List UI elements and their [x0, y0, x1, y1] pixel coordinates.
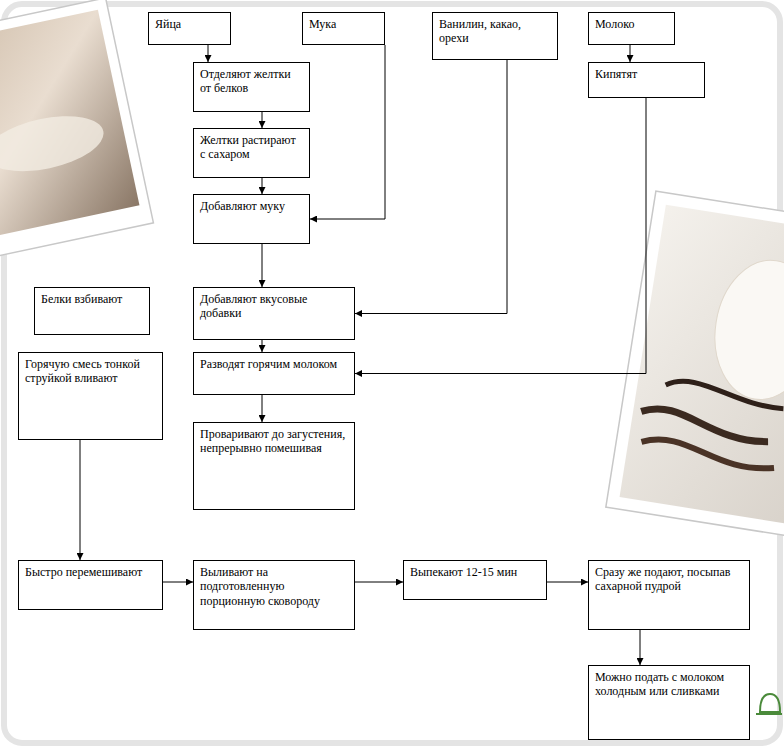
- process-box: Белки взбивают: [34, 287, 150, 335]
- process-box: Выпекают 12-15 мин: [403, 560, 547, 600]
- step-text: Добавляют вкусовые добавки: [200, 292, 348, 321]
- step-text: Проваривают до загустения, непрерывно по…: [200, 427, 348, 456]
- process-box: Сразу же подают, посыпав сахарной пудрой: [588, 560, 750, 630]
- process-box: Разводят горячим молоком: [193, 352, 355, 395]
- step-text: Белки взбивают: [41, 292, 143, 306]
- bell-base: [756, 713, 782, 715]
- flow-arrow: [262, 244, 263, 287]
- process-box: Проваривают до загустения, непрерывно по…: [193, 422, 355, 510]
- flow-arrow: [355, 98, 646, 374]
- vanilla-pod: [665, 378, 784, 409]
- flow-arrow: [630, 45, 631, 62]
- process-box: Кипятят: [588, 62, 705, 98]
- flow-arrow: [80, 440, 81, 560]
- flow-arrow: [310, 45, 385, 219]
- step-text: Разводят горячим молоком: [200, 357, 348, 371]
- step-text: Выпекают 12-15 мин: [410, 565, 540, 579]
- photo-top-left: [0, 0, 153, 266]
- process-box: Горячую смесь тонкой струйкой вливают: [18, 352, 163, 440]
- process-box: Молоко: [588, 12, 675, 45]
- step-text: Мука: [309, 17, 378, 31]
- flow-arrow: [208, 45, 209, 62]
- step-text: Кипятят: [595, 67, 698, 81]
- photo-frame: [606, 191, 784, 537]
- process-box: Отделяют желтки от белков: [193, 62, 310, 112]
- photo-image: [620, 205, 784, 524]
- flow-arrow: [262, 340, 263, 352]
- process-box: Выливают на подготовленную порционную ск…: [193, 560, 355, 630]
- step-text: Отделяют желтки от белков: [200, 67, 303, 96]
- step-text: Быстро перемешивают: [25, 565, 156, 579]
- process-box: Можно подать с молоком холодным или слив…: [588, 665, 750, 740]
- process-box: Быстро перемешивают: [18, 560, 163, 610]
- flow-arrow: [262, 178, 263, 194]
- process-box: Яйца: [148, 12, 231, 45]
- flow-arrow: [547, 582, 588, 583]
- step-text: Ванилин, какао, орехи: [439, 17, 551, 46]
- photo-frame: [0, 0, 153, 266]
- photo-vanilla: [606, 191, 784, 537]
- process-box: Мука: [302, 12, 385, 45]
- step-text: Выливают на подготовленную порционную ск…: [200, 565, 348, 608]
- process-box: Желтки растирают с сахаром: [193, 128, 310, 178]
- step-text: Желтки растирают с сахаром: [200, 133, 303, 162]
- step-text: Сразу же подают, посыпав сахарной пудрой: [595, 565, 743, 594]
- step-text: Горячую смесь тонкой струйкой вливают: [25, 357, 156, 386]
- step-text: Можно подать с молоком холодным или слив…: [595, 670, 743, 699]
- bell-icon: [756, 694, 782, 714]
- bell-shape: [760, 694, 780, 712]
- step-text: Яйца: [155, 17, 224, 31]
- flow-arrow: [262, 112, 263, 128]
- flow-arrow: [355, 60, 507, 314]
- step-text: Молоко: [595, 17, 668, 31]
- flow-arrow: [640, 630, 641, 665]
- flow-arrow: [355, 582, 403, 583]
- process-box: Добавляют муку: [193, 194, 310, 244]
- flow-arrow: [163, 582, 193, 583]
- photo-image: [0, 10, 139, 245]
- process-box: Ванилин, какао, орехи: [432, 12, 558, 60]
- photo-detail: [0, 107, 108, 181]
- process-box: Добавляют вкусовые добавки: [193, 287, 355, 340]
- photo-cup: [705, 253, 784, 407]
- step-text: Добавляют муку: [200, 199, 303, 213]
- flow-arrow: [262, 395, 263, 422]
- vanilla-pod: [640, 436, 776, 471]
